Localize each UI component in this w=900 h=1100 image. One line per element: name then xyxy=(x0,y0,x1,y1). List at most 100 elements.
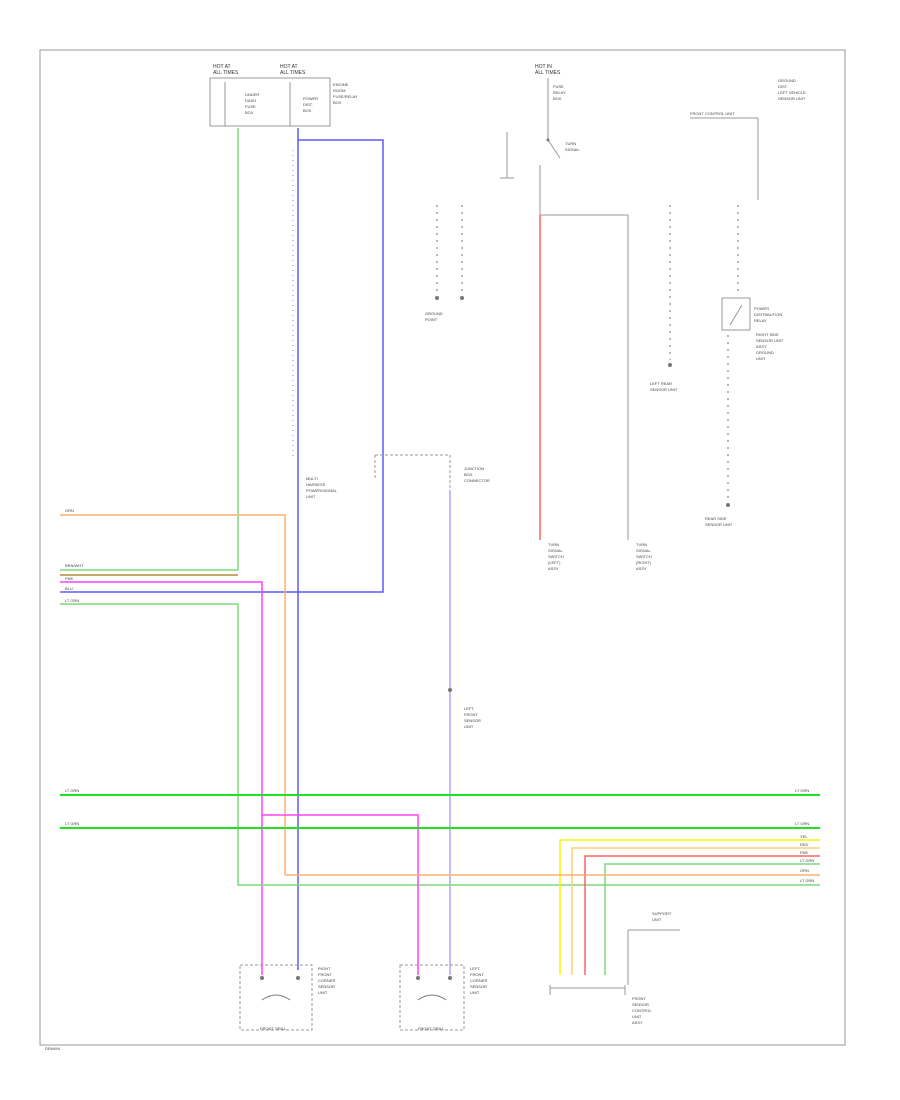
ground-point-1: GROUND xyxy=(425,311,443,316)
relay-switch-1: TURN xyxy=(565,141,576,146)
fuse-a-box-4: BOX xyxy=(245,110,254,115)
rear-note-1: LEFT REAR xyxy=(650,381,672,386)
rear-side-1: REAR SIDE xyxy=(705,516,727,521)
wire-green-left xyxy=(60,128,239,571)
left-sensor-4: SENSOR xyxy=(318,984,335,989)
right-module-top-1: SUPPORT xyxy=(652,911,672,916)
left-conn-2: SIGNAL xyxy=(548,548,563,553)
bottom-left-sensor: FRONT GRILL RIGHT FRONT CORNER SENSOR UN… xyxy=(239,964,335,1031)
fuse-b-box-3: BOX xyxy=(303,108,312,113)
left-sensor-2: FRONT xyxy=(318,972,332,977)
orange-left-label: ORN xyxy=(65,508,74,513)
right-module-5: ASSY xyxy=(632,1020,643,1025)
right-conn-1: TURN xyxy=(636,542,647,547)
fuse-a-box-1: UNDER xyxy=(245,92,259,97)
fuse-a-label-1: HOT AT xyxy=(213,64,231,70)
bottom-mid-sensor: FRONT GRILL LEFT FRONT CORNER SENSOR UNI… xyxy=(399,964,487,1031)
right-module-top-2: UNIT xyxy=(652,917,662,922)
wires-left-side: ORN BRN/WHT PNK BLU LT GRN xyxy=(60,508,820,975)
relay-note-2: RELAY xyxy=(553,90,566,95)
engine-room-note-3: FUSE/RELAY xyxy=(333,94,358,99)
fuse-a-box-3: FUSE xyxy=(245,104,256,109)
page-note: DRAWN xyxy=(45,1046,60,1051)
fuse-c-label-2: ALL TIMES xyxy=(535,70,561,76)
mid-sensor-1: LEFT xyxy=(470,966,480,971)
engine-room-note-1: ENGINE xyxy=(333,82,349,87)
relay-switch-area: HOT IN ALL TIMES FUSE RELAY BOX TURN SIG… xyxy=(500,64,628,216)
pink-left-label: PNK xyxy=(65,576,74,581)
mid-sensor-5: UNIT xyxy=(470,990,480,995)
power-dist-note-2: DISTRIBUTION xyxy=(754,312,782,317)
engine-room-note-4: BOX xyxy=(333,100,342,105)
left-conn-3: SWITCH xyxy=(548,554,564,559)
fuse-b-box-1: POWER xyxy=(303,96,318,101)
left-sensor-3: CORNER xyxy=(318,978,335,983)
right-note-3: LEFT VEHICLE xyxy=(778,90,806,95)
fuse-c-label-1: HOT IN xyxy=(535,64,552,70)
left-sensor-1: RIGHT xyxy=(318,966,331,971)
right-grn-label: LT GRN xyxy=(800,858,814,863)
fuse-b-box-2: DIST. xyxy=(303,102,313,107)
right-box-note-4: GROUND xyxy=(756,350,774,355)
engine-room-note-2: ROOM xyxy=(333,88,345,93)
bus2-right-label: LT GRN xyxy=(795,821,809,826)
right-ltgrn-label: LT GRN xyxy=(800,878,814,883)
right-module-3: CONTROL xyxy=(632,1008,652,1013)
multi-harness-4: UNIT xyxy=(306,494,316,499)
bus1-label: LT GRN xyxy=(65,788,79,793)
green-left-label: LT GRN xyxy=(65,598,79,603)
power-dist-note-1: POWER xyxy=(754,306,769,311)
right-conn-3: SWITCH xyxy=(636,554,652,559)
bottom-right-module: SUPPORT UNIT FRONT SENSOR CONTROL UNIT A… xyxy=(549,911,680,1025)
right-box-note-1: RIGHT SIDE xyxy=(756,332,779,337)
right-module-4: UNIT xyxy=(632,1014,642,1019)
fuse-b-label-1: HOT AT xyxy=(280,64,298,70)
fuse-a-label-2: ALL TIMES xyxy=(213,70,239,76)
bus1-right-label: LT GRN xyxy=(795,788,809,793)
left-conn-4: (LEFT) xyxy=(548,560,561,565)
cluster-4: UNIT xyxy=(464,724,474,729)
power-dist-note-3: RELAY xyxy=(754,318,767,323)
mid-sensor-4: SENSOR xyxy=(470,984,487,989)
relay-note-3: BOX xyxy=(553,96,562,101)
right-note-2: DIST. xyxy=(778,84,788,89)
ground-point-2: POINT xyxy=(425,317,438,322)
mid-ground-label: FRONT GRILL xyxy=(418,1026,445,1031)
green-buses: LT GRN LT GRN LT GRN LT GRN xyxy=(60,788,820,829)
multi-harness-2: HARNESS xyxy=(306,482,326,487)
diagram-frame xyxy=(39,49,846,1046)
front-ctrl-label: FRONT CONTROL UNIT xyxy=(690,111,735,116)
relay-switch-2: SIGNAL xyxy=(565,147,580,152)
fuse-b-label-2: ALL TIMES xyxy=(280,70,306,76)
left-conn-5: ASSY xyxy=(548,566,559,571)
right-pnk-label: PNK xyxy=(800,850,809,855)
top-right-controls: GROUND DIST. LEFT VEHICLE SENSOR UNIT FR… xyxy=(650,78,806,527)
rear-note-2: SENSOR UNIT xyxy=(650,387,678,392)
right-box-note-5: UNIT xyxy=(756,356,766,361)
right-box-note-2: SENSOR UNIT xyxy=(756,338,784,343)
right-conn-5: ASSY xyxy=(636,566,647,571)
mid-sensor-3: CORNER xyxy=(470,978,487,983)
right-yel-label: YEL xyxy=(800,834,808,839)
wire-pink-bridge xyxy=(262,814,419,975)
junction-1: JUNCTION xyxy=(464,466,484,471)
wire-blue-loop: MULTI HARNESS POWER/SIGNAL UNIT xyxy=(60,128,384,970)
junction-2: BOX xyxy=(464,472,473,477)
fuse-box-top-left: HOT AT ALL TIMES HOT AT ALL TIMES UNDER … xyxy=(209,64,358,127)
right-note-1: GROUND xyxy=(778,78,796,83)
relay-note-1: FUSE xyxy=(553,84,564,89)
right-conn-2: SIGNAL xyxy=(636,548,651,553)
junction-3: CONNECTOR xyxy=(464,478,490,483)
right-org-label: ORN xyxy=(800,868,809,873)
multi-harness-3: POWER/SIGNAL xyxy=(306,488,338,493)
left-ground-label: FRONT GRILL xyxy=(260,1026,287,1031)
cluster-1: LEFT xyxy=(464,706,474,711)
right-box-note-3: ASSY xyxy=(756,344,767,349)
blue-left-label: BLU xyxy=(65,586,73,591)
wires-right-module: YEL RED PNK LT GRN ORN LT GRN xyxy=(285,834,820,975)
right-box-note: RIGHT SIDE SENSOR UNIT ASSY GROUND UNIT xyxy=(756,332,784,361)
right-module-1: FRONT xyxy=(632,996,646,1001)
right-red-label: RED xyxy=(800,842,809,847)
right-note-4: SENSOR UNIT xyxy=(778,96,806,101)
